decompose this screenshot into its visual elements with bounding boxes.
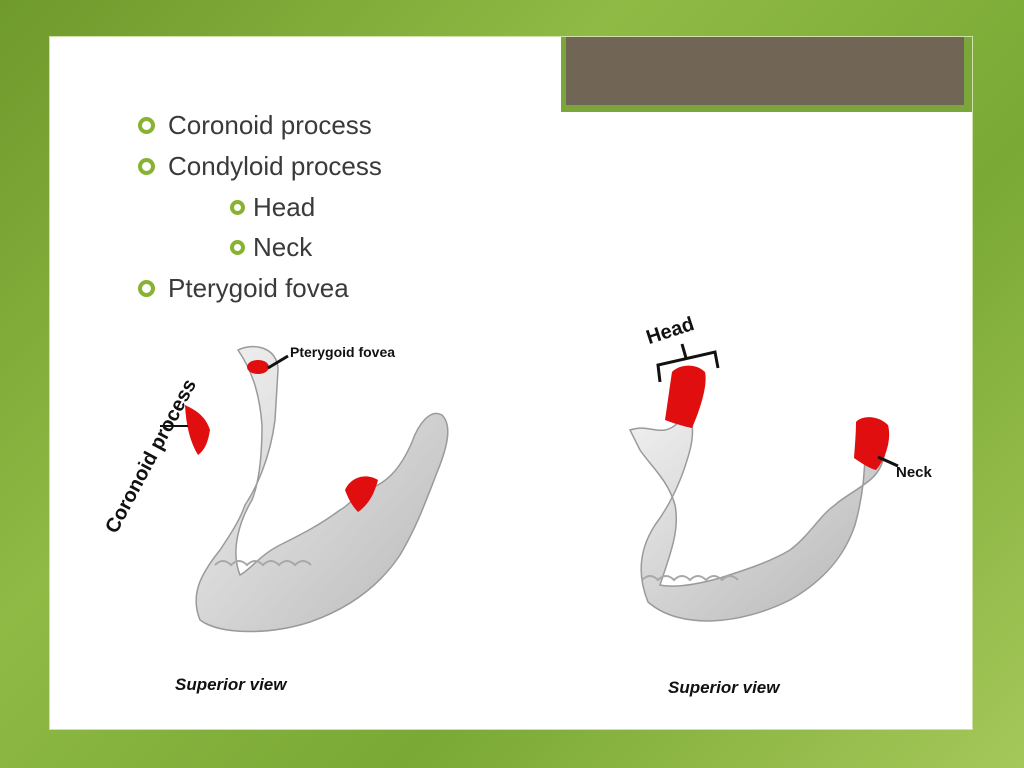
mandible-bone-shape-right <box>628 409 886 622</box>
caption-right: Superior view <box>668 678 780 697</box>
slide-number-tab <box>566 37 964 105</box>
mandible-right-illustration <box>628 343 899 622</box>
teeth-shape <box>214 560 312 567</box>
pterygoid-fovea-highlight-shape <box>247 360 269 374</box>
bullet-pterygoid-fovea: Pterygoid fovea <box>138 273 349 304</box>
bullet-neck: Neck <box>230 232 312 263</box>
pterygoid-pointer-line <box>267 354 289 370</box>
head-bracket-line <box>656 350 720 383</box>
mandible-left-illustration <box>160 345 449 633</box>
label-pterygoid-fovea: Pterygoid fovea <box>290 344 396 360</box>
caption-left: Superior view <box>175 675 287 694</box>
neck-pointer-line <box>877 455 899 468</box>
bullet-icon <box>230 240 245 255</box>
bullet-icon <box>230 200 245 215</box>
head-bracket-tick <box>680 343 688 359</box>
condyle-neck-highlight-shape <box>854 417 890 470</box>
bullet-icon <box>138 158 155 175</box>
bullet-icon <box>138 280 155 297</box>
teeth-shape-right <box>641 575 739 582</box>
coronoid-highlight-right-shape <box>345 476 378 512</box>
bullet-icon <box>138 117 155 134</box>
label-neck: Neck <box>896 464 932 481</box>
slide-number: 18 <box>533 38 549 54</box>
bullet-head: Head <box>230 192 315 223</box>
bullet-coronoid-process: Coronoid process <box>138 110 372 141</box>
bullet-condyloid-process: Condyloid process <box>138 151 382 182</box>
mandible-bone-shape <box>195 345 449 633</box>
coronoid-highlight-shape <box>185 405 210 455</box>
condyle-head-highlight-shape <box>665 365 706 428</box>
